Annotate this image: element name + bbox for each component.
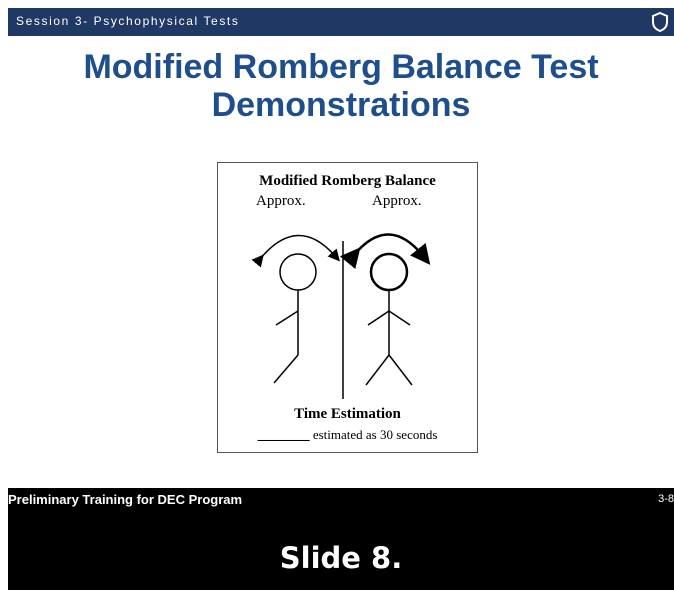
slide-title: Modified Romberg Balance Test Demonstrat… [8, 48, 674, 124]
shield-icon [652, 11, 668, 33]
time-estimation-title: Time Estimation [294, 406, 401, 422]
time-estimate-line: ________ estimated as 30 seconds [218, 427, 477, 443]
right-figure-head [369, 252, 409, 292]
page-number: 3-8 [658, 493, 674, 505]
session-header: Session 3- Psychophysical Tests [8, 8, 674, 36]
figure-title: Modified Romberg Balance [259, 173, 436, 189]
sway-arrow-left [251, 234, 340, 268]
left-figure-head [279, 253, 317, 291]
slide-title-line1: Modified Romberg Balance Test [83, 48, 599, 86]
approx-left-label: Approx. [256, 193, 306, 209]
estimate-text: estimated as 30 seconds [309, 427, 438, 442]
sway-arrow-right [339, 233, 431, 270]
session-label: Session 3- Psychophysical Tests [16, 14, 240, 28]
footer-bar: Preliminary Training for DEC Program 3-8… [8, 488, 674, 590]
approx-right-label: Approx. [372, 193, 422, 209]
blank-field: ________ [257, 427, 310, 442]
slide-caption: Slide 8. [279, 541, 403, 575]
stick-figures-illustration [251, 233, 431, 399]
slide-title-line2: Demonstrations [211, 86, 471, 124]
romberg-figure: Modified Romberg Balance Approx. Approx. [217, 162, 478, 453]
program-label: Preliminary Training for DEC Program [8, 492, 243, 507]
